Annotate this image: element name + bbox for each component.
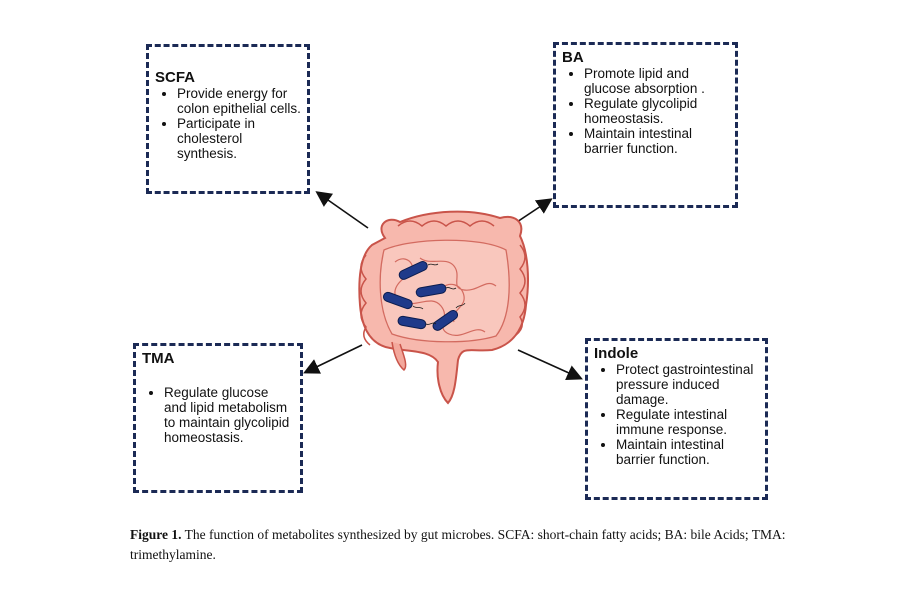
- list-item: Regulate intestinal immune response.: [616, 407, 759, 437]
- indole-list: Protect gastrointestinal pressure induce…: [594, 362, 759, 467]
- tma-box: TMA Regulate glucose and lipid metabolis…: [133, 343, 303, 493]
- list-item: Maintain intestinal barrier function.: [616, 437, 759, 467]
- list-item: Regulate glucose and lipid metabolism to…: [164, 385, 294, 445]
- list-item: Promote lipid and glucose absorption .: [584, 66, 729, 96]
- indole-box: Indole Protect gastrointestinal pressure…: [585, 338, 768, 500]
- intestine-icon: [358, 210, 529, 405]
- list-item: Regulate glycolipid homeostasis.: [584, 96, 729, 126]
- bacteria-icon: [382, 261, 459, 331]
- arrow-to-scfa: [315, 191, 369, 229]
- ba-title: BA: [562, 49, 584, 66]
- ba-list: Promote lipid and glucose absorption . R…: [562, 66, 729, 156]
- tma-list: Regulate glucose and lipid metabolism to…: [142, 385, 294, 445]
- list-item: Protect gastrointestinal pressure induce…: [616, 362, 759, 407]
- caption-text: The function of metabolites synthesized …: [130, 527, 786, 562]
- figure-caption: Figure 1. The function of metabolites sy…: [130, 525, 790, 565]
- list-item: Participate in cholesterol synthesis.: [177, 116, 301, 161]
- caption-label: Figure 1.: [130, 527, 182, 542]
- list-item: Maintain intestinal barrier function.: [584, 126, 729, 156]
- list-item: Provide energy for colon epithelial cell…: [177, 86, 301, 116]
- scfa-list: Provide energy for colon epithelial cell…: [155, 86, 301, 161]
- scfa-title: SCFA: [155, 69, 196, 86]
- arrow-to-indole: [517, 349, 583, 381]
- tma-title: TMA: [142, 350, 175, 367]
- scfa-box: SCFA Provide energy for colon epithelial…: [146, 44, 310, 194]
- arrow-to-tma: [303, 344, 363, 374]
- indole-title: Indole: [594, 345, 639, 362]
- ba-box: BA Promote lipid and glucose absorption …: [553, 42, 738, 208]
